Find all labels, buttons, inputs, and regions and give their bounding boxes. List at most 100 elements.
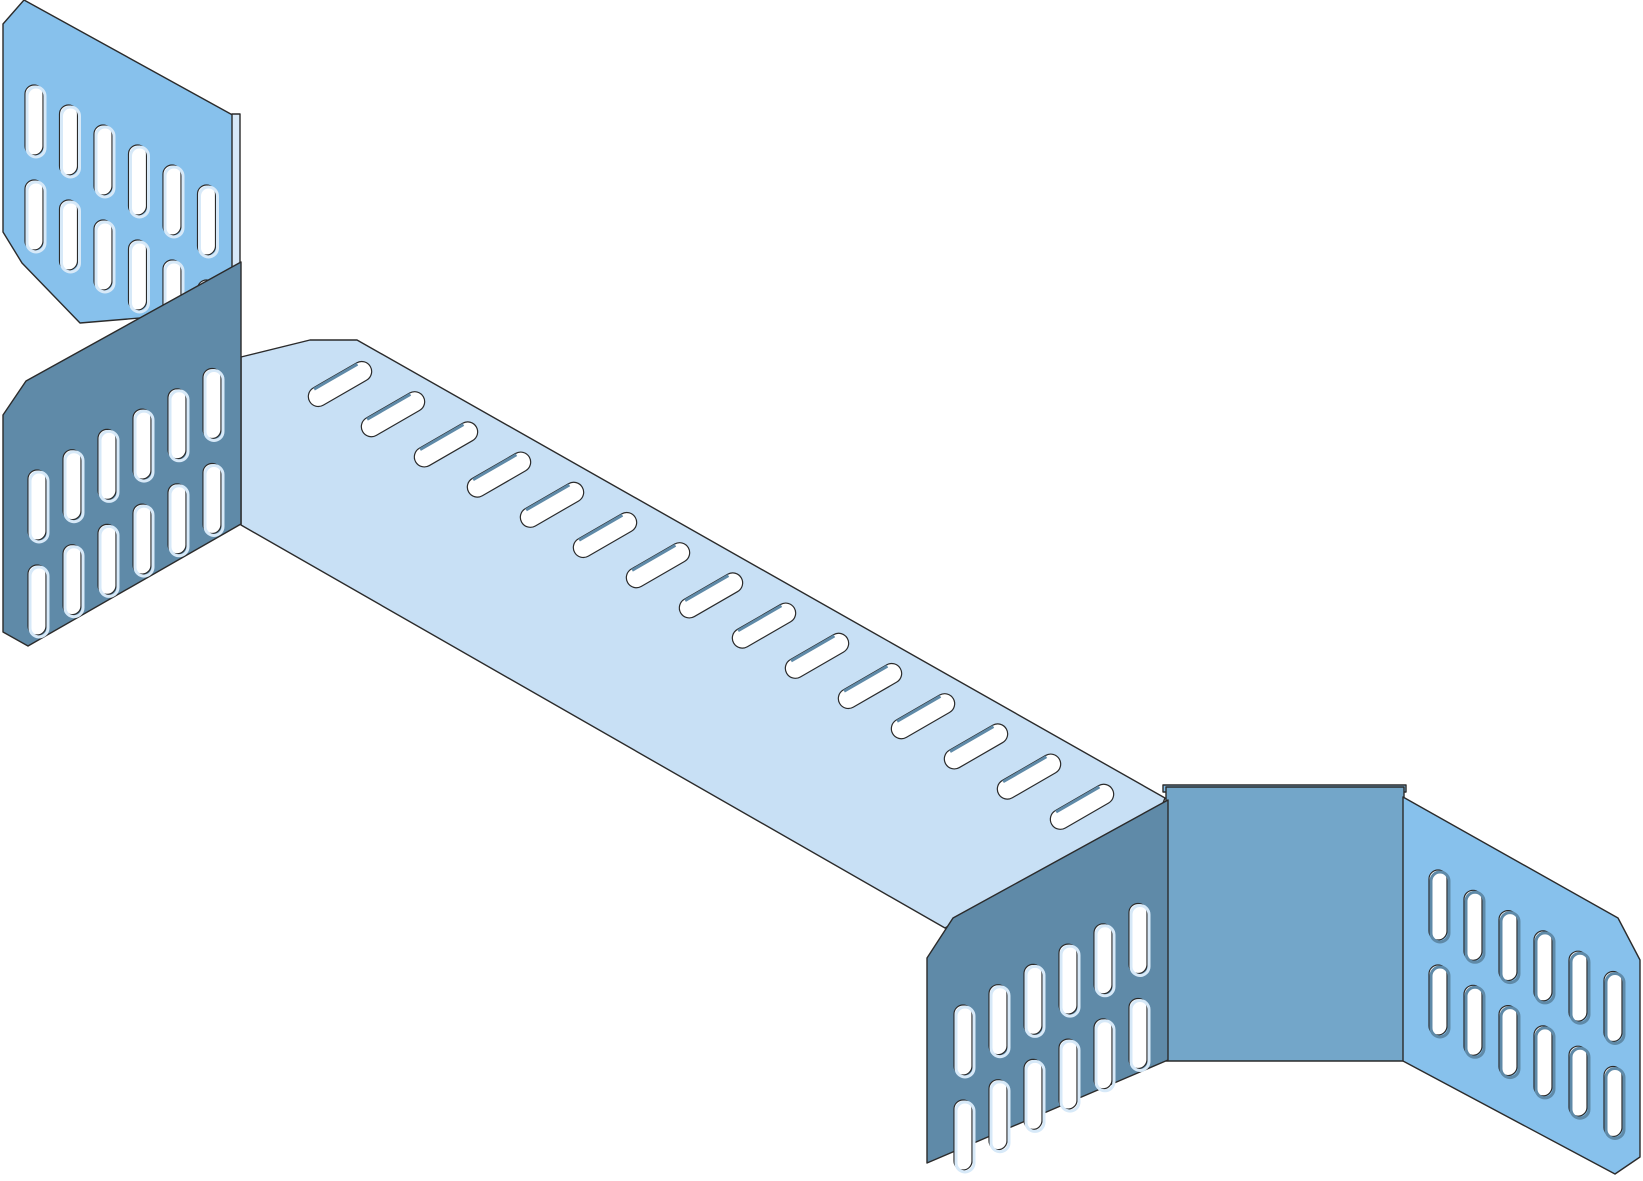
- perforation-slot: [1533, 1025, 1553, 1097]
- base-slot-hole: [731, 602, 797, 649]
- base-slot: [784, 632, 850, 679]
- base-slot: [678, 572, 744, 619]
- right-front-side-flange: [926, 799, 1169, 1174]
- perforation-slot: [1058, 943, 1078, 1015]
- slot-rim: [203, 369, 225, 442]
- slot-rim: [98, 429, 120, 503]
- top-left-flange-slots: [24, 84, 219, 354]
- slot-rim: [1464, 985, 1486, 1059]
- perforation-slot: [1023, 963, 1043, 1036]
- base-slot-hole: [1049, 783, 1115, 830]
- perforation-slot: [1533, 930, 1553, 1002]
- perforation-slot: [1603, 970, 1623, 1043]
- slot-rim: [168, 484, 190, 558]
- base-slot-rim: [896, 695, 942, 723]
- perforation-slot: [1603, 1065, 1623, 1138]
- slot-rim: [1604, 972, 1626, 1045]
- perforation-slot: [1023, 1058, 1043, 1131]
- perforation-slot: [1093, 923, 1113, 995]
- base-slot-rim: [525, 483, 571, 512]
- base-slot-rim: [1055, 785, 1101, 814]
- slot-rim: [1024, 964, 1046, 1038]
- slot-rim: [954, 1005, 976, 1079]
- perforation-slot: [196, 184, 217, 256]
- base-slot-rim: [949, 725, 995, 753]
- slot-rim: [1129, 999, 1151, 1072]
- slot-rim: [954, 1100, 976, 1174]
- base-slot: [996, 753, 1062, 800]
- top-left-flange-plate: [2, 0, 239, 324]
- base-slot-hole: [890, 693, 956, 740]
- perforation-slot: [24, 179, 44, 251]
- top-left-flange-edge-lip: [231, 113, 241, 269]
- perforation-slot: [93, 124, 113, 196]
- base-slot-rim: [313, 362, 359, 391]
- perforation-slot: [1428, 869, 1448, 941]
- perforation-slot: [988, 984, 1008, 1056]
- perforation-slot: [62, 449, 82, 521]
- slot-rim: [129, 145, 150, 219]
- base-slot: [519, 481, 585, 528]
- rear-reducer-wall: [1162, 784, 1407, 1062]
- perforation-slot: [1463, 889, 1483, 961]
- slot-rim: [1534, 1026, 1556, 1100]
- slot-rim: [133, 504, 155, 578]
- perforation-slot: [202, 367, 222, 440]
- slot-rim: [203, 464, 225, 537]
- rear-wall-plate: [1165, 786, 1405, 1062]
- perforation-slot: [162, 164, 182, 236]
- slot-rim: [25, 85, 47, 159]
- slot-rim: [989, 1080, 1011, 1154]
- perforation-slot: [62, 544, 82, 616]
- slot-rim: [1569, 1046, 1591, 1120]
- base-slot: [307, 360, 373, 408]
- slot-rim: [98, 524, 120, 598]
- perforation-slot: [167, 483, 187, 555]
- base-slot-rim: [843, 664, 889, 693]
- base-slot: [731, 602, 797, 649]
- perforation-slot: [97, 428, 117, 500]
- base-slot: [572, 511, 638, 559]
- base-slot: [837, 662, 903, 710]
- perforation-slot: [93, 219, 113, 291]
- base-slot-hole: [996, 753, 1062, 800]
- perforation-slot: [1498, 909, 1518, 982]
- base-slot-hole: [625, 542, 691, 589]
- base-plate-slots: [307, 360, 1115, 830]
- perforation-slot: [988, 1079, 1008, 1151]
- perforation-slot: [1058, 1038, 1078, 1110]
- slot-rim: [60, 105, 81, 179]
- slot-rim: [1429, 965, 1451, 1039]
- perforation-slot: [953, 1099, 973, 1171]
- slot-rim: [28, 565, 50, 639]
- slot-rim: [94, 125, 116, 199]
- perforation-slot: [27, 564, 47, 636]
- base-slot-rim: [737, 604, 783, 633]
- base-slot: [466, 451, 532, 498]
- perforation-slot: [1128, 902, 1148, 975]
- base-slot-rim: [631, 544, 677, 572]
- perforation-slot: [127, 144, 148, 216]
- slot-rim: [1464, 890, 1486, 964]
- perforation-slot: [167, 388, 187, 460]
- perforation-slot: [1428, 964, 1448, 1036]
- base-slot-hole: [837, 662, 903, 710]
- slot-rim: [63, 450, 85, 524]
- slot-rim: [1094, 1019, 1116, 1093]
- slot-rim: [25, 180, 47, 254]
- slot-rim: [989, 985, 1011, 1059]
- slot-rim: [1499, 911, 1521, 985]
- slot-rim: [133, 409, 155, 483]
- base-slot-rim: [1002, 755, 1048, 784]
- left-front-flange-slots: [27, 367, 225, 639]
- base-slot: [413, 421, 479, 468]
- slot-rim: [129, 240, 150, 314]
- perforation-slot: [1568, 950, 1588, 1022]
- base-slot: [360, 391, 426, 438]
- base-slot-rim: [366, 393, 412, 421]
- base-slot-hole: [943, 723, 1009, 770]
- slot-rim: [1059, 944, 1081, 1018]
- base-slot: [1049, 783, 1115, 830]
- perforation-slot: [202, 462, 222, 535]
